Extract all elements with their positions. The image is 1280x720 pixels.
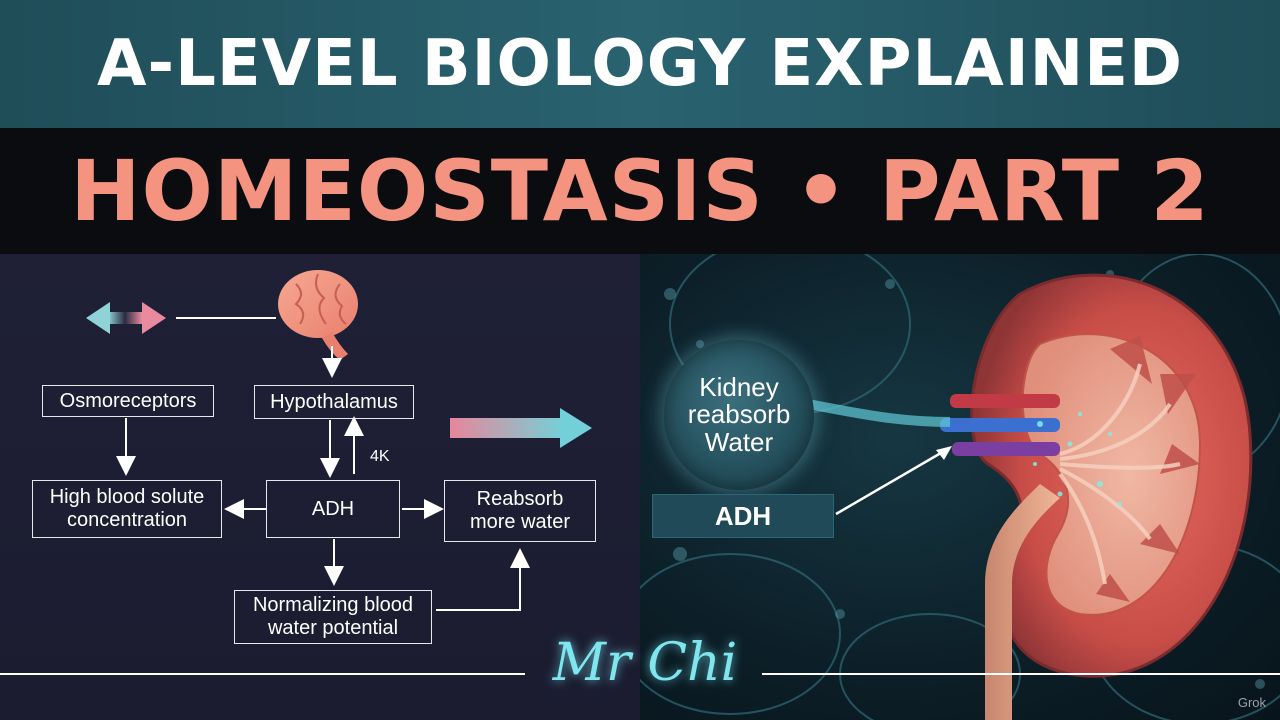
high-solute-node: High blood solute concentration	[32, 480, 222, 538]
side-label: 4K	[370, 448, 390, 465]
signature: Mr Chi	[552, 633, 738, 693]
brain-icon	[278, 270, 358, 360]
normalizing-node: Normalizing blood water potential	[234, 590, 432, 644]
title-banner: A-LEVEL BIOLOGY EXPLAINED	[0, 0, 1280, 128]
double-arrow-icon	[86, 302, 166, 334]
osmoreceptors-node: Osmoreceptors	[42, 385, 214, 417]
video-subtitle: HOMEOSTASIS • PART 2	[70, 142, 1210, 240]
kidney-reabsorb-label: Kidney reabsorb Water	[664, 340, 814, 490]
adh-node: ADH	[266, 480, 400, 538]
reabsorb-node: Reabsorb more water	[444, 480, 596, 542]
flow-diagram: Osmoreceptors Hypothalamus 4K High blood…	[0, 254, 640, 720]
bottom-divider	[762, 673, 1280, 675]
kidney-art	[640, 254, 1280, 720]
subtitle-banner: HOMEOSTASIS • PART 2	[0, 128, 1280, 254]
diagram-connectors	[0, 270, 592, 675]
adh-label: ADH	[652, 494, 834, 538]
hypothalamus-node: Hypothalamus	[254, 385, 414, 419]
kidney-illustration: Kidney reabsorb Water ADH	[640, 254, 1280, 720]
video-title: A-LEVEL BIOLOGY EXPLAINED	[96, 27, 1184, 101]
big-arrow-icon	[450, 408, 592, 448]
watermark: Grok	[1237, 695, 1266, 710]
